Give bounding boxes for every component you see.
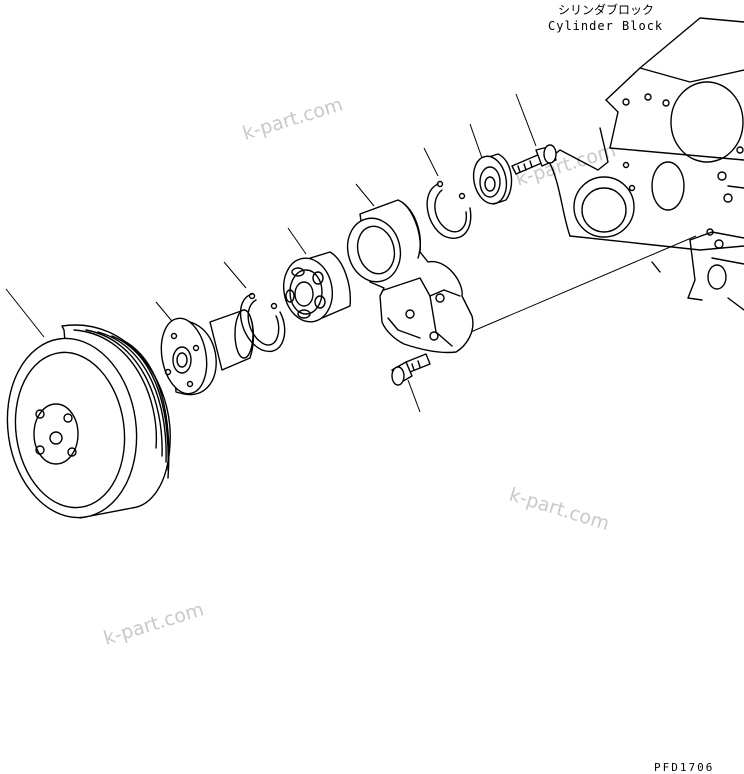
bolt-icon — [391, 353, 431, 386]
pulley-icon — [6, 324, 171, 519]
drawing-code: PFD1706 — [654, 761, 714, 774]
watermark-text: k-part.com — [507, 484, 612, 535]
snap-ring-icon — [426, 180, 472, 239]
flange-hub-icon — [160, 309, 255, 396]
bearing-icon — [283, 251, 351, 323]
snap-ring-icon — [239, 292, 286, 353]
cylinder-block-label-jp: シリンダブロック — [558, 2, 654, 17]
bolt-icon — [511, 144, 557, 175]
bracket-housing-icon — [346, 199, 474, 354]
seal-cap-icon — [472, 153, 513, 205]
watermark-text: k-part.com — [240, 93, 345, 144]
leader-lines — [5, 93, 537, 413]
cylinder-block-label-en: Cylinder Block — [548, 19, 663, 33]
cylinder-block-icon — [547, 17, 744, 311]
axis-line — [451, 235, 697, 341]
watermark-text: k-part.com — [101, 598, 206, 649]
